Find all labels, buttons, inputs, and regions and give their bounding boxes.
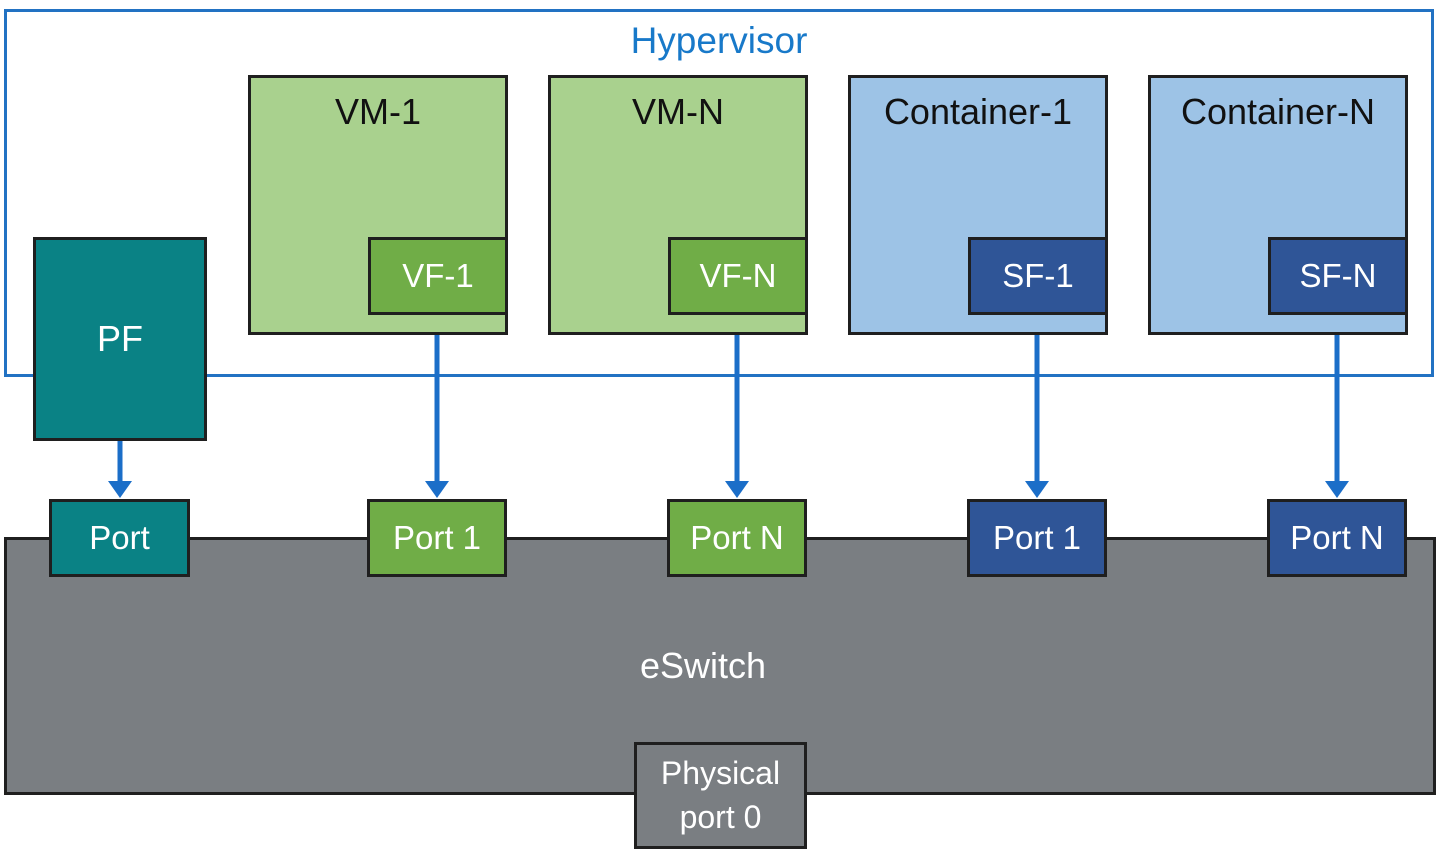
pf-label: PF bbox=[96, 318, 143, 359]
sf-n-to-port-arrow bbox=[1325, 333, 1349, 498]
sf-port-1-label: Port 1 bbox=[992, 519, 1082, 556]
hypervisor-box: Hypervisor bbox=[4, 9, 1434, 377]
vf-1-label: VF-1 bbox=[402, 257, 474, 294]
pf-port-box: Port bbox=[49, 499, 190, 577]
sf-n-box: SF-N bbox=[1268, 237, 1408, 315]
vf-port-n-box: Port N bbox=[667, 499, 807, 577]
vf-1-box: VF-1 bbox=[368, 237, 508, 315]
container-1-label: Container-1 bbox=[883, 91, 1073, 132]
sf-1-box: SF-1 bbox=[968, 237, 1108, 315]
pf-port-label: Port bbox=[89, 519, 150, 556]
eswitch-label: eSwitch bbox=[639, 645, 767, 686]
pf-box: PF bbox=[33, 237, 207, 441]
physical-port-line2: port 0 bbox=[679, 798, 762, 835]
vm-1-label: VM-1 bbox=[334, 91, 421, 132]
vf-port-1-box: Port 1 bbox=[367, 499, 507, 577]
vf-port-n-label: Port N bbox=[690, 519, 784, 556]
vf-n-to-port-arrow bbox=[725, 335, 749, 498]
hypervisor-title: Hypervisor bbox=[630, 20, 808, 61]
physical-port-line1: Physical bbox=[660, 755, 781, 792]
sf-port-n-label: Port N bbox=[1290, 519, 1384, 556]
vf-port-1-label: Port 1 bbox=[392, 519, 482, 556]
vf-n-box: VF-N bbox=[668, 237, 808, 315]
vf-n-label: VF-N bbox=[699, 257, 777, 294]
sf-port-n-box: Port N bbox=[1267, 499, 1407, 577]
vf-1-to-port-arrow bbox=[425, 335, 449, 498]
sf-n-label: SF-N bbox=[1299, 257, 1377, 294]
sf-port-1-box: Port 1 bbox=[967, 499, 1107, 577]
physical-port-0-box: Physical port 0 bbox=[634, 742, 807, 849]
pf-to-port-arrow bbox=[108, 441, 132, 498]
vm-n-label: VM-N bbox=[632, 91, 724, 132]
container-n-label: Container-N bbox=[1180, 91, 1376, 132]
sf-1-label: SF-1 bbox=[1002, 257, 1074, 294]
sf-1-to-port-arrow bbox=[1025, 333, 1049, 498]
